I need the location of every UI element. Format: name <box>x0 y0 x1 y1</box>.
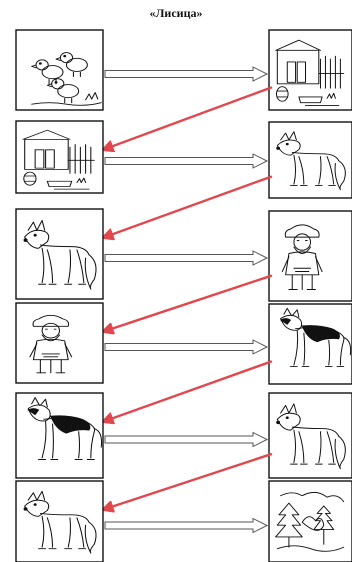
transition-arrow-3 <box>105 251 267 265</box>
right-panel-6 <box>269 481 352 562</box>
left-panel-3 <box>16 209 103 299</box>
left-panel-6 <box>16 481 103 562</box>
return-arrow-3 <box>105 276 271 331</box>
transition-arrow-4 <box>105 340 267 354</box>
right-panel-1 <box>269 30 352 110</box>
transition-arrow-2 <box>105 154 267 168</box>
return-arrow-2 <box>105 177 271 237</box>
left-panel-2 <box>16 121 103 193</box>
return-arrow-4 <box>105 362 271 421</box>
right-panel-2 <box>269 122 352 198</box>
transition-arrow-6 <box>105 519 267 533</box>
return-arrow-5 <box>105 454 271 509</box>
left-panel-4 <box>16 303 103 383</box>
left-panel-5 <box>16 393 103 478</box>
transition-arrow-5 <box>105 433 267 447</box>
return-arrow-1 <box>105 88 271 149</box>
right-panel-5 <box>269 393 352 478</box>
right-panel-4 <box>269 304 352 384</box>
transition-arrow-1 <box>105 67 267 81</box>
right-panel-3 <box>269 211 352 301</box>
left-panel-1 <box>16 30 103 110</box>
